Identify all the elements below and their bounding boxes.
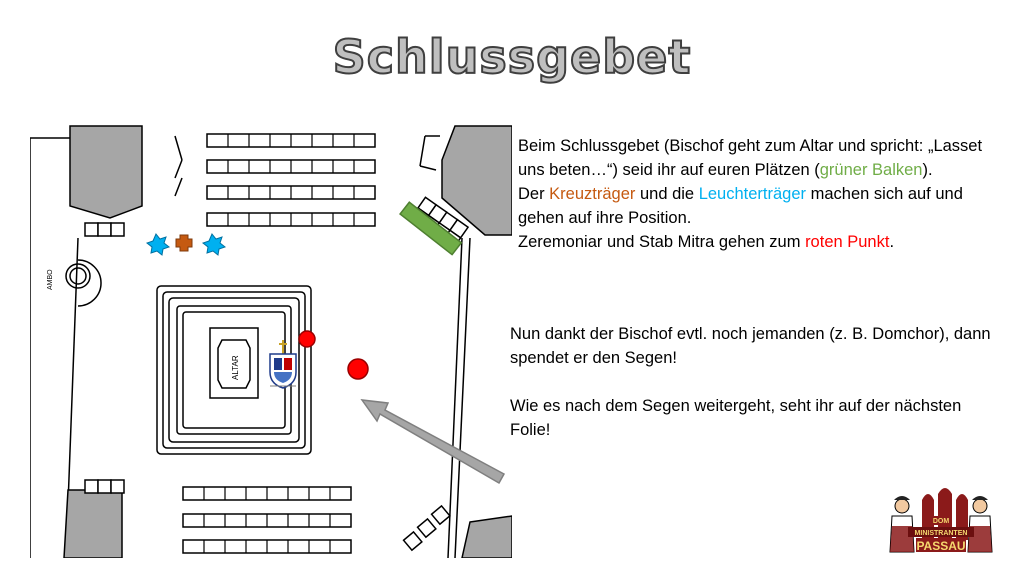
pillars (63, 125, 512, 558)
instruction-line2-end: machen sich auf und gehen auf ihre Posit… (518, 185, 963, 227)
followup-text: Nun dankt der Bischof evtl. noch jemande… (510, 322, 1004, 442)
direction-arrow-icon (360, 399, 506, 485)
instruction-line3-start: Zeremoniar und Stab Mitra gehen zum (518, 233, 806, 251)
candle-bearer-icon-left (145, 233, 171, 256)
altar-label: ALTAR (231, 355, 240, 380)
green-bar-term: grüner Balken (819, 161, 923, 179)
church-floor-plan: AMBO ALTAR (30, 125, 512, 558)
red-point-term: roten Punkt (805, 233, 890, 251)
ambo (65, 259, 102, 307)
instructions-text: Beim Schlussgebet (Bischof geht zum Alta… (518, 134, 1004, 254)
cross-bearer-term: Kreuzträger (549, 185, 636, 203)
pillar-bottom-right (461, 515, 512, 558)
cross-bearer-icon (175, 234, 193, 252)
pews-top (206, 133, 376, 227)
ambo-label: AMBO (47, 269, 54, 290)
candle-bearer-icon-right (201, 233, 227, 256)
bishop-coat-of-arms-icon (269, 340, 297, 389)
altar-platform (156, 285, 312, 455)
seat-boxes (84, 222, 451, 552)
pews-bottom (182, 486, 352, 554)
slide-title: Schlussgebet (332, 29, 692, 85)
instruction-line2-mid: und die (635, 185, 699, 203)
next-slide-paragraph: Wie es nach dem Segen weitergeht, seht i… (510, 397, 962, 439)
pillar-top-left (69, 125, 143, 219)
instruction-line2-start: Der (518, 185, 550, 203)
logo-text-ministranten: MINISTRANTEN (915, 530, 968, 537)
pillar-bottom-left (63, 489, 123, 558)
dom-ministranten-passau-logo: DOM MINISTRANTEN PASSAU (889, 488, 993, 553)
logo-text-dom: DOM (933, 518, 950, 525)
pillar-top-right (441, 125, 512, 236)
logo-text-passau: PASSAU (916, 539, 965, 553)
red-point-large (347, 358, 369, 380)
red-point-small (298, 330, 316, 348)
instruction-intro: Beim Schlussgebet (Bischof geht zum Alta… (518, 137, 983, 179)
blessing-paragraph: Nun dankt der Bischof evtl. noch jemande… (510, 325, 991, 367)
instruction-line3-end: . (889, 233, 895, 251)
instruction-paragraph: Beim Schlussgebet (Bischof geht zum Alta… (518, 134, 1004, 254)
green-bar (399, 201, 463, 256)
candle-bearer-term: Leuchterträger (698, 185, 807, 203)
instruction-intro-end: ). (922, 161, 933, 179)
